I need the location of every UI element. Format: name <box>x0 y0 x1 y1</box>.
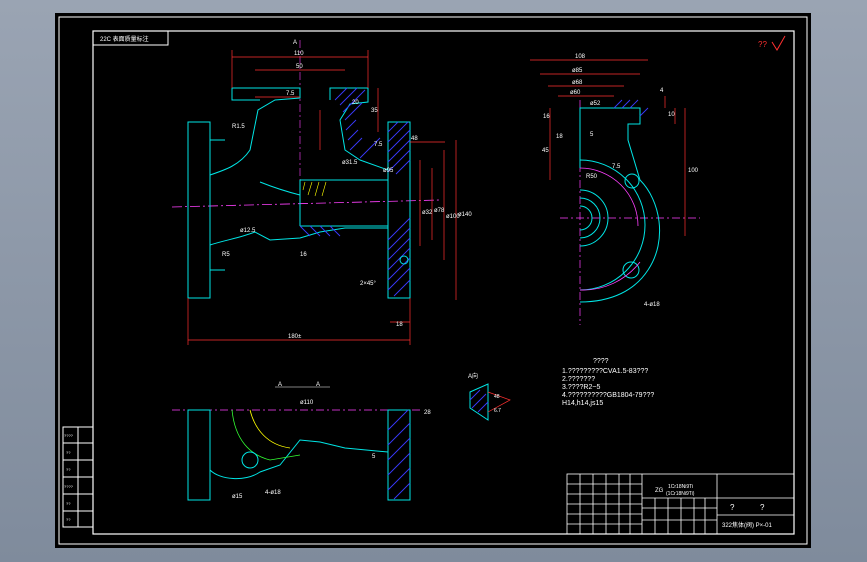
dim-label: ø15 <box>232 494 243 500</box>
dim-label: ø31.5 <box>342 160 358 166</box>
dim-label: 5 <box>590 132 594 138</box>
dim-label: ø52 <box>590 101 601 107</box>
dim-label: 6.7 <box>494 408 501 414</box>
main-dimension-labels: 110 50 7.5 35 20 48 ø95 ø78 ø100 ø140 ø3… <box>222 51 472 340</box>
section-mark-a: A <box>293 40 297 46</box>
section-mark-a: A <box>316 382 320 388</box>
right-flange <box>387 121 411 299</box>
right-flange-hatch <box>387 121 411 297</box>
dim-label: 48 <box>411 136 418 142</box>
bottom-bolt-hole <box>241 451 259 469</box>
roughness-check-icon <box>771 35 786 51</box>
title-box <box>92 30 169 46</box>
dim-label: 28 <box>424 410 431 416</box>
dim-label: 10 <box>668 112 675 118</box>
drawing-number: 322焦体(阀) P×-01 <box>722 521 773 529</box>
detail-label: A向 <box>468 372 478 380</box>
notes-line: 3.????R2~5 <box>562 384 600 391</box>
side-dimension-labels: 108 ø85 ø68 ø60 ø52 16 18 45 100 10 5 4 … <box>542 54 699 308</box>
title-box-label: 22C 表面质量标注 <box>100 35 149 43</box>
inner-border <box>92 30 795 535</box>
title-block-text: ZG 1Cr18Ni9Ti (1Cr18Ni9Ti) ? ? 322焦体(阀) … <box>655 484 773 529</box>
dim-label: ø78 <box>434 208 445 214</box>
dim-label: ø60 <box>570 90 581 96</box>
dim-label: 180± <box>288 334 302 340</box>
title-block-cell: ? <box>730 503 735 512</box>
dim-label: 35 <box>371 108 378 114</box>
top-boss-hatch <box>334 87 381 159</box>
left-flange <box>187 121 211 299</box>
dim-label: 18 <box>396 322 403 328</box>
main-dimensions <box>187 50 457 345</box>
dim-label: 16 <box>300 252 307 258</box>
body-outline <box>209 87 389 246</box>
dim-label: ø140 <box>458 212 472 218</box>
dim-label: R1.5 <box>232 124 245 130</box>
bolt-hole <box>399 255 409 265</box>
dim-label: ø110 <box>300 400 314 406</box>
dim-label: 20 <box>352 100 359 106</box>
technical-notes: ???? 1.?????????CVA1.5-83??? 2.??????? 3… <box>562 358 654 407</box>
side-view <box>560 99 700 325</box>
dim-label: 7.5 <box>286 91 295 97</box>
bottom-hatch <box>387 409 411 500</box>
dim-label: 7.5 <box>612 164 621 170</box>
material-label: (1Cr18Ni9Ti) <box>666 491 695 497</box>
left-column-row: ?? <box>66 501 71 506</box>
dim-label: 50 <box>296 64 303 70</box>
notes-line: 1.?????????CVA1.5-83??? <box>562 368 648 375</box>
dim-label: 5 <box>372 454 376 460</box>
notes-title: ???? <box>593 358 609 365</box>
lower-hatch <box>299 225 341 237</box>
left-column-row: ?? <box>66 450 71 455</box>
sheet-background <box>55 13 811 548</box>
bore-hatch <box>302 181 327 197</box>
notes-line: 2.??????? <box>562 376 595 383</box>
detail-view <box>469 383 511 421</box>
dim-label: 100 <box>688 168 699 174</box>
left-column-row: ?? <box>66 517 71 522</box>
inner-bore <box>299 179 388 227</box>
dim-label: 110 <box>294 51 304 57</box>
dim-label: ø95 <box>383 168 394 174</box>
left-column-row: ???? <box>64 484 74 489</box>
notes-line: H14,h14,js15 <box>562 400 603 407</box>
material-label: 1Cr18Ni9Ti <box>668 484 693 490</box>
main-view <box>171 40 441 299</box>
dim-label: 48 <box>494 394 500 400</box>
dim-label: 4 <box>660 88 664 94</box>
title-block <box>566 473 795 535</box>
left-column-row: ?? <box>66 467 71 472</box>
dim-label: 45 <box>542 148 549 154</box>
dim-label: ø100 <box>446 214 460 220</box>
bottom-dimension-labels: A A ø110 28 ø15 4-ø18 5 <box>232 382 431 500</box>
dim-label: 108 <box>575 54 586 60</box>
left-column-row: ???? <box>64 433 74 438</box>
dim-label: R5 <box>222 252 230 258</box>
dim-label: 7.5 <box>374 142 383 148</box>
left-column-table: ???? ?? ?? ???? ?? ?? <box>62 426 94 528</box>
side-bolt-hole <box>622 261 640 279</box>
dim-label: ø32 <box>422 210 433 216</box>
dim-label: ø85 <box>572 68 583 74</box>
dim-label: ø12.5 <box>240 228 256 234</box>
bottom-view <box>172 409 420 501</box>
section-mark-a: A <box>278 382 282 388</box>
dim-label: ø68 <box>572 80 583 86</box>
title-block-cell: ? <box>760 503 765 512</box>
dim-label: 4-ø18 <box>644 302 660 308</box>
dim-label: 4-ø18 <box>265 490 281 496</box>
side-dimensions <box>530 59 686 236</box>
dim-label: 2×45° <box>360 281 377 287</box>
dim-label: R50 <box>586 174 598 180</box>
notes-line: 4.??????????GB1804-79??? <box>562 392 654 399</box>
dim-label: 18 <box>556 134 563 140</box>
roughness-symbol: ?? <box>758 40 767 49</box>
side-hatch <box>613 99 649 117</box>
dim-label: 16 <box>543 114 550 120</box>
outer-border <box>58 16 808 545</box>
material-label: ZG <box>655 488 664 494</box>
main-centerline <box>171 199 441 208</box>
